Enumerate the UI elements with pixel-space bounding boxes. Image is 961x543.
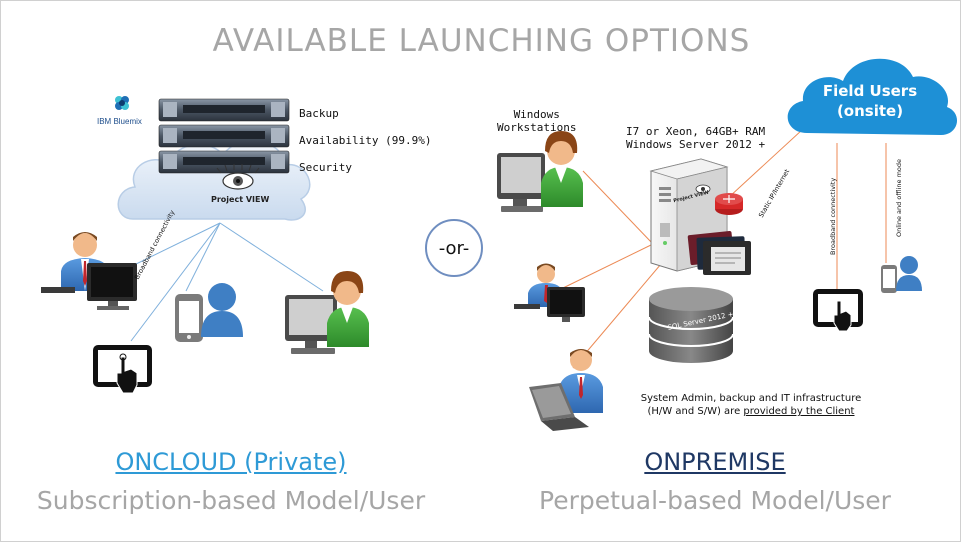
project-view-cloud-label: Project VIEW — [211, 195, 270, 204]
oncloud-subheading: Subscription-based Model/User — [36, 486, 426, 515]
field-mobile-user-icon — [881, 256, 922, 293]
field-users-cloud-icon — [787, 58, 958, 135]
server-rack-icon — [158, 98, 290, 174]
windows-workstation-user-icon — [497, 131, 583, 212]
provided-by-client-text: provided by the Client — [743, 406, 855, 417]
feature-availability: Availability (99.9%) — [299, 134, 432, 147]
field-users-line2: (onsite) — [836, 102, 904, 120]
admin-note-line1: System Admin, backup and IT infrastructu… — [640, 393, 862, 404]
project-view-logo-icon — [216, 164, 260, 190]
ibm-bluemix-logo-icon — [115, 96, 129, 110]
workstation-user-icon — [285, 271, 369, 354]
router-icon — [715, 193, 743, 215]
or-separator: -or- — [425, 219, 483, 277]
windows-desktop-user-icon — [514, 263, 585, 322]
system-admin-laptop-icon — [529, 349, 603, 431]
slide-title: AVAILABLE LAUNCHING OPTIONS — [212, 23, 751, 59]
windows-workstations-label: Windows Workstations — [497, 108, 577, 134]
file-folders-icon — [687, 230, 751, 275]
admin-note: System Admin, backup and IT infrastructu… — [621, 392, 881, 418]
onpremise-subheading: Perpetual-based Model/User — [539, 486, 891, 515]
onpremise-heading[interactable]: ONPREMISE — [644, 448, 786, 476]
field-users-label: Field Users (onsite) — [787, 81, 953, 121]
mobile-user-icon — [175, 283, 243, 342]
ibm-bluemix-label: IBM Bluemix — [97, 117, 142, 126]
tablet-touch-icon — [93, 345, 152, 394]
admin-note-line2: (H/W and S/W) are provided by the Client — [621, 405, 881, 418]
field-users-line1: Field Users — [822, 82, 918, 100]
field-online-offline-label: Online and offline mode — [895, 158, 903, 237]
server-spec-label: I7 or Xeon, 64GB+ RAM Windows Server 201… — [626, 125, 766, 151]
field-broadband-label: Broadband connectivity — [829, 177, 837, 255]
admin-note-prefix: (H/W and S/W) are — [647, 406, 744, 417]
business-user-desktop-icon — [41, 232, 137, 310]
feature-security: Security — [299, 161, 352, 174]
oncloud-heading[interactable]: ONCLOUD (Private) — [115, 448, 347, 476]
sql-server-database-icon — [648, 287, 734, 363]
feature-backup: Backup — [299, 107, 339, 120]
field-tablet-touch-icon — [813, 289, 863, 332]
